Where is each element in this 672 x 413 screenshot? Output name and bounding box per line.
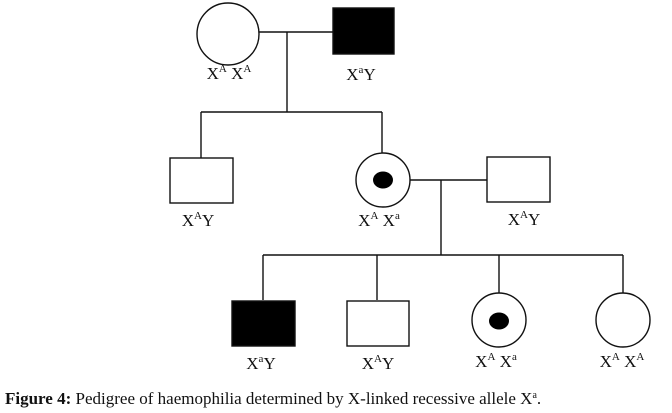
figure-caption: Figure 4: Pedigree of haemophilia determ…: [5, 389, 542, 408]
caption-label: Figure 4:: [5, 389, 72, 408]
caption-text: Pedigree of haemophilia determined by X-…: [71, 389, 533, 408]
female-unaffected-III-4: [595, 292, 651, 348]
genotype-label-III-3: XA Xa: [475, 351, 517, 371]
genotype-label-III-2: XAY: [361, 353, 395, 373]
carrier-dot-III-3: [489, 312, 509, 330]
genotype-label-III-4: XA XA: [599, 351, 645, 371]
genotype-label-II-1: XAY: [181, 210, 215, 230]
genotype-label-II-3: XAY: [507, 209, 541, 229]
genotype-label-III-1: XaY: [246, 353, 276, 373]
genotype-label-II-2: XA Xa: [358, 210, 400, 230]
carrier-dot-II-2: [373, 171, 393, 189]
male-affected-I-2: [332, 7, 395, 55]
female-unaffected-I-1: [196, 2, 260, 66]
male-unaffected-II-1: [169, 157, 234, 204]
male-unaffected-III-2: [346, 300, 410, 347]
genotype-label-I-2: XaY: [346, 64, 376, 84]
genotype-label-I-1: XA XA: [206, 63, 252, 83]
male-unaffected-II-3: [486, 156, 551, 203]
male-affected-III-1: [231, 300, 296, 347]
caption-superscript: a: [532, 390, 537, 401]
